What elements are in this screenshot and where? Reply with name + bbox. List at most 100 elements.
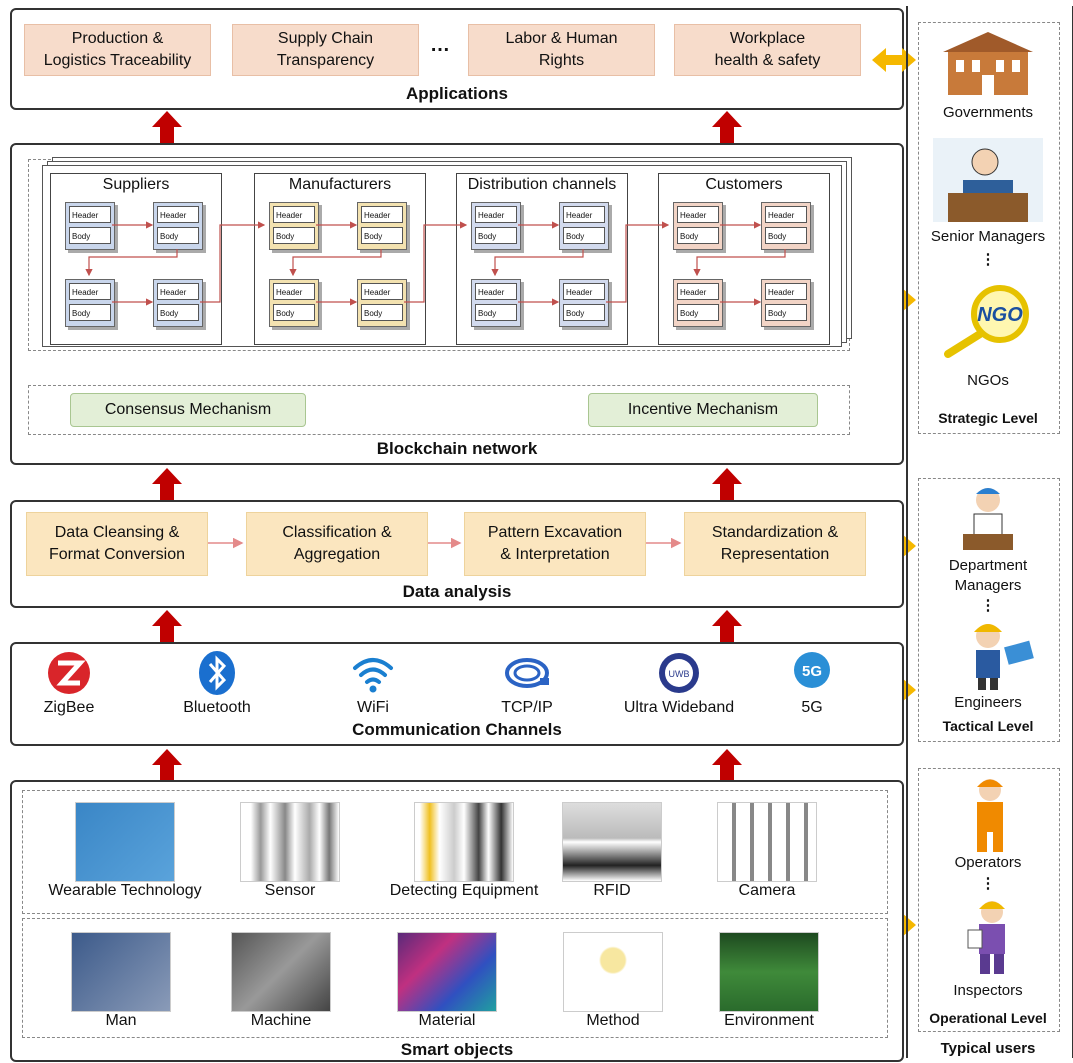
up-arrow-icon [152, 111, 182, 143]
tactical-level-label: Tactical Level [942, 718, 1034, 734]
devices-region [22, 790, 888, 914]
role-engineers: Engineers [954, 694, 1022, 711]
app-workplace-health-safety: Workplace health & safety [674, 24, 861, 76]
device-wearable-label: Wearable Technology [48, 882, 202, 899]
resource-material: Material [392, 932, 502, 1030]
ultra-wideband-icon: UWB [659, 653, 699, 693]
man-image [71, 932, 171, 1012]
up-arrow-icon [712, 111, 742, 143]
operational-dots: ⋮ [980, 875, 996, 892]
block-body: Body [475, 227, 517, 244]
resource-machine-label: Machine [250, 1012, 312, 1029]
role-governments: Governments [942, 104, 1034, 121]
block-body: Body [563, 304, 605, 321]
resource-environment: Environment [708, 932, 830, 1030]
senior-manager-icon [933, 138, 1043, 222]
applications-title: Applications [405, 84, 508, 103]
strategic-level-label: Strategic Level [938, 410, 1038, 426]
block-body: Body [563, 227, 605, 244]
block-header: Header [765, 206, 807, 223]
department-manager-icon [963, 488, 1013, 550]
smart-objects-title: Smart objects [400, 1040, 514, 1059]
group-suppliers-label: Suppliers [102, 176, 170, 193]
operational-level-label: Operational Level [929, 1010, 1047, 1026]
typical-users-title: Typical users [940, 1040, 1036, 1057]
block-body: Body [273, 227, 315, 244]
block-body: Body [157, 227, 199, 244]
role-department-managers: Department Managers [948, 557, 1028, 594]
operational-level-box [918, 768, 1060, 1032]
block-body: Body [475, 304, 517, 321]
up-arrow-icon [152, 749, 182, 781]
block-body: Body [677, 227, 719, 244]
block-header: Header [69, 283, 111, 300]
channel-zigbee: ZigBee [4, 650, 134, 717]
group-distribution-label: Distribution channels [467, 176, 617, 193]
step-classification: Classification & Aggregation [246, 512, 428, 576]
up-arrow-icon [152, 468, 182, 500]
machine-image [231, 932, 331, 1012]
block-header: Header [563, 206, 605, 223]
block-header: Header [273, 206, 315, 223]
wifi-icon [353, 658, 393, 693]
step-standardization: Standardization & Representation [684, 512, 866, 576]
block-header: Header [677, 283, 719, 300]
resource-method-label: Method [586, 1012, 640, 1029]
data-analysis-title: Data analysis [402, 582, 512, 601]
resource-method: Method [558, 932, 668, 1030]
environment-image [719, 932, 819, 1012]
5g-icon: 5G [794, 652, 830, 688]
block-header: Header [157, 206, 199, 223]
channel-wifi-label: WiFi [357, 699, 389, 716]
consensus-mechanism: Consensus Mechanism [70, 393, 306, 427]
channel-bluetooth: Bluetooth [152, 650, 282, 717]
device-wearable: Wearable Technology [30, 802, 220, 900]
channel-5g: 5G 5G [752, 650, 872, 717]
uwb-icon-text: UWB [669, 669, 690, 679]
block-body: Body [273, 304, 315, 321]
device-camera-label: Camera [738, 882, 796, 899]
resource-environment-label: Environment [724, 1012, 814, 1029]
rfid-image [562, 802, 662, 882]
up-arrow-icon [712, 610, 742, 642]
resource-material-label: Material [418, 1012, 476, 1029]
ngo-magnifier-icon: NGO [944, 285, 1029, 358]
block-body: Body [69, 304, 111, 321]
chain-links [85, 221, 786, 306]
block-header: Header [69, 206, 111, 223]
channel-5g-label: 5G [801, 699, 823, 716]
communication-layer: ZigBee Bluetooth WiFi TCP/IP UWB Ultra W… [10, 642, 904, 746]
up-arrow-icon [712, 468, 742, 500]
device-camera: Camera [702, 802, 832, 900]
channel-wifi: WiFi [308, 650, 438, 717]
block-body: Body [765, 227, 807, 244]
block-header: Header [361, 206, 403, 223]
role-inspectors: Inspectors [953, 982, 1023, 999]
group-manufacturers-label: Manufacturers [288, 176, 392, 193]
tactical-dots: ⋮ [980, 597, 996, 614]
device-rfid-label: RFID [593, 882, 631, 899]
resources-region [22, 918, 888, 1038]
block-header: Header [361, 283, 403, 300]
app-ellipsis: … [430, 34, 450, 56]
smart-objects-layer: Wearable Technology Sensor Detecting Equ… [10, 780, 904, 1062]
block-body: Body [361, 227, 403, 244]
block-header: Header [475, 206, 517, 223]
role-senior-managers: Senior Managers [930, 228, 1046, 245]
device-sensor: Sensor [230, 802, 350, 900]
bluetooth-icon [199, 651, 235, 695]
role-ngos: NGOs [967, 372, 1009, 389]
app-supply-chain-transparency: Supply Chain Transparency [232, 24, 419, 76]
